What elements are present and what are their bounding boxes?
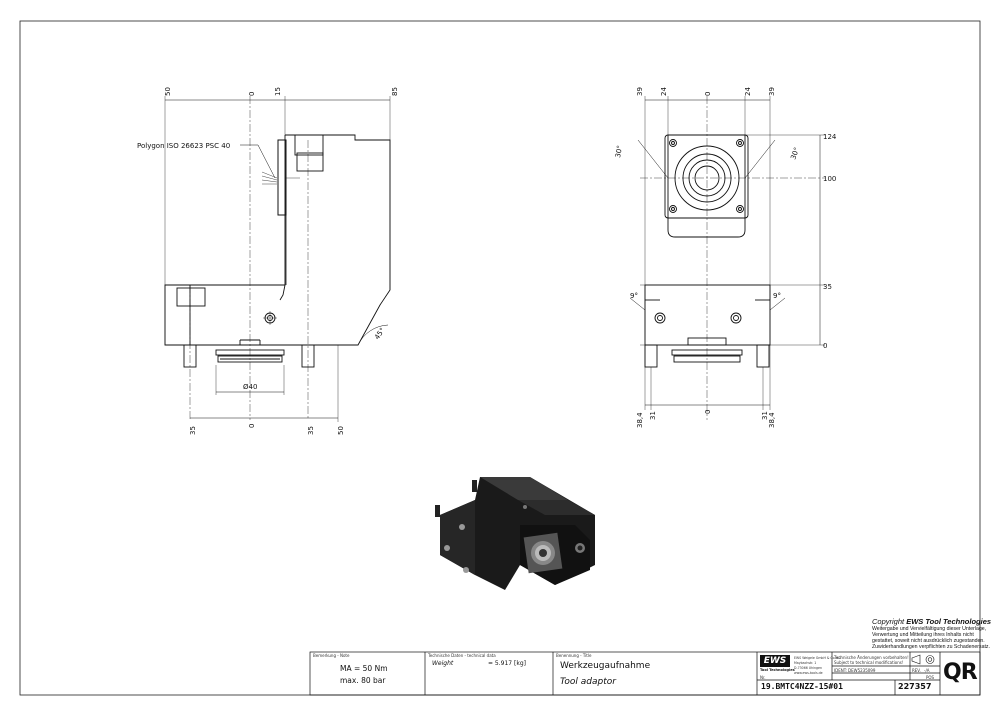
ews-logo: EWS <box>760 655 790 667</box>
side-dim-bottom-0: 35 <box>189 426 197 435</box>
angle-9-right: 9° <box>773 292 781 300</box>
side-dim-top-3: 85 <box>391 87 399 96</box>
title-block-frame <box>309 651 981 696</box>
ident-label: IDENT: <box>834 668 848 673</box>
ews-logo-sub: Tool Technologies <box>760 668 795 672</box>
angle-45-label: 45° <box>373 326 387 341</box>
side-dim-top-0: 50 <box>164 87 172 96</box>
designation-header: Benennung - Title <box>556 653 592 658</box>
polygon-label: Polygon ISO 26623 PSC 40 <box>137 142 230 150</box>
company-line-2: D-73066 Uhingen <box>794 666 823 670</box>
copyright-brand: EWS Tool Technologies <box>906 617 992 626</box>
pos-label: POS <box>926 675 935 680</box>
side-view <box>164 96 391 422</box>
rev-value: -/A <box>924 668 930 673</box>
changes-line-2: Subject to technical modifications! <box>834 660 904 665</box>
techdata-header: Technische Daten - technical data <box>428 653 496 658</box>
diameter-label: Ø40 <box>243 383 257 391</box>
front-dim-top-3: 24 <box>744 87 752 96</box>
company-line-1: Maybachstr. 1 <box>794 661 817 665</box>
copyright-line-1: Weitergabe und Vervielfältigung dieser U… <box>872 626 987 632</box>
front-view <box>629 96 825 420</box>
angle-30-right: 30° <box>789 146 801 160</box>
side-dim-bottom-2: 35 <box>307 426 315 435</box>
front-dim-right-1: 100 <box>823 175 836 183</box>
changes-line-1: Technische Änderungen vorbehalten! <box>834 655 909 660</box>
front-dim-top-0: 39 <box>636 87 644 96</box>
weight-label: Weight <box>432 660 454 667</box>
front-dim-right-0: 124 <box>823 133 837 141</box>
ews-logo-text: EWS <box>763 656 787 666</box>
copyright-line-2: Verwertung und Mitteilung ihres Inhalts … <box>872 632 974 638</box>
part-number: 19.BMTC4NZZ-15#01 <box>761 682 843 691</box>
front-dim-bottom-right-1: 38,4 <box>768 412 776 428</box>
side-dim-top-2: 15 <box>274 87 282 96</box>
front-dim-top-4: 39 <box>768 87 776 96</box>
front-dim-top-2: 0 <box>704 92 712 96</box>
remark-header: Bemerkung - Note <box>313 653 350 658</box>
front-dim-bottom-left-0: 38,4 <box>636 412 644 428</box>
copyright-prefix: Copyright <box>872 617 907 626</box>
copyright-line-3: gestattet, soweit nicht ausdrücklich zug… <box>872 638 985 644</box>
front-view-dimensions: 39 24 0 24 39 124 100 35 0 38,4 31 0 31 … <box>614 87 837 428</box>
company-line-0: EWS Weigele GmbH & Co. KG <box>794 656 842 660</box>
side-dim-bottom-3: 50 <box>337 426 345 435</box>
front-dim-top-1: 24 <box>660 87 668 96</box>
ident-value: DEW5235099 <box>848 668 876 673</box>
isometric-render <box>435 477 595 590</box>
copyright-block: Copyright EWS Tool Technologies Weiterga… <box>872 617 991 650</box>
side-dim-bottom-1: 0 <box>248 424 256 428</box>
company-line-3: www.ews-tools.de <box>794 671 823 675</box>
title-german: Werkzeugaufnahme <box>560 661 651 671</box>
front-dim-right-2: 35 <box>823 283 832 291</box>
title-english: Tool adaptor <box>560 677 616 687</box>
projection-symbol <box>911 654 935 665</box>
front-dim-bottom-right-0: 31 <box>761 411 769 420</box>
angle-30-left: 30° <box>614 145 624 159</box>
sheet-border <box>19 20 981 696</box>
front-dim-bottom-left-1: 31 <box>649 411 657 420</box>
front-dim-right-3: 0 <box>823 342 827 350</box>
side-view-dimensions: 50 0 15 85 35 0 35 50 Polygon ISO 26623 … <box>137 87 399 435</box>
weight-value: = 5.917 [kg] <box>488 660 526 667</box>
copyright-line-4: Zuwiderhandlungen verpflichten zu Schade… <box>872 644 990 650</box>
side-dim-top-1: 0 <box>248 92 256 96</box>
front-dim-bottom-center: 0 <box>704 410 712 414</box>
angle-9-left: 9° <box>630 292 638 300</box>
qr-label: QR <box>943 660 978 685</box>
nr-label: Nr. <box>760 675 766 680</box>
remark-line-1: MA = 50 Nm <box>340 664 388 673</box>
pos-value: 227357 <box>898 682 932 691</box>
remark-line-2: max. 80 bar <box>340 676 386 685</box>
rev-label: REV. <box>912 668 921 673</box>
